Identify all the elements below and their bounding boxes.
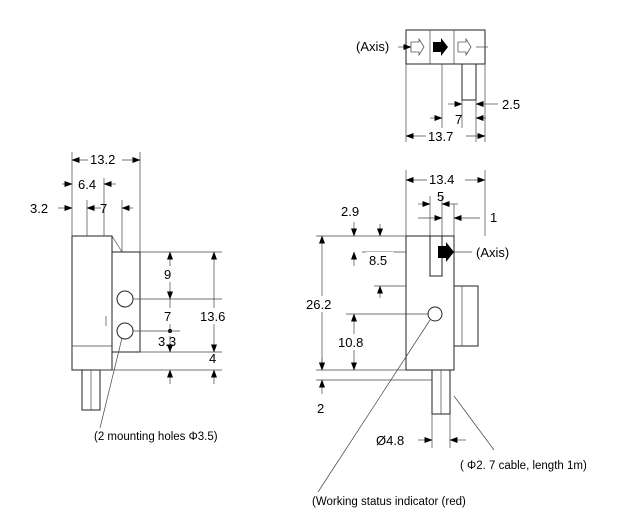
- dim-7-side: 7: [100, 201, 107, 216]
- mounting-hole-lower: [116, 322, 134, 340]
- dim-2: 2: [317, 401, 324, 416]
- dim-5: 5: [437, 189, 444, 204]
- indicator-note: (Working status indicator (red): [312, 496, 466, 508]
- mounting-hole-upper: [116, 290, 134, 308]
- side-view-bracket: [111, 251, 141, 353]
- axis-arrow-outline-left-icon: [410, 37, 425, 57]
- dim-8-5: 8.5: [369, 253, 387, 268]
- dim-9: 9: [164, 267, 171, 282]
- dim-3-3: 3.3: [158, 334, 176, 349]
- dim-13-2: 13.2: [90, 152, 115, 167]
- dim-2-5: 2.5: [502, 97, 520, 112]
- dim-13-4: 13.4: [429, 172, 454, 187]
- dim-26-2: 26.2: [306, 297, 331, 312]
- dim-4: 4: [209, 351, 216, 366]
- dim-2-9: 2.9: [341, 204, 359, 219]
- dim-6-4: 6.4: [78, 177, 96, 192]
- front-view-bracket: [453, 285, 479, 347]
- top-axis-label: (Axis): [356, 39, 389, 54]
- mounting-holes-note: (2 mounting holes Φ3.5): [94, 431, 218, 443]
- mounting-hole-leader: [99, 337, 123, 429]
- front-axis-arrow-icon: [438, 242, 454, 262]
- working-status-indicator: [427, 306, 443, 322]
- axis-arrow-outline-right-icon: [457, 37, 472, 57]
- cable-leader: [453, 395, 495, 451]
- dim-7-vertical: 7: [164, 309, 171, 324]
- front-axis-label: (Axis): [476, 245, 509, 260]
- top-view-bracket: [461, 63, 477, 101]
- dim-10-8: 10.8: [338, 335, 363, 350]
- cable-note: ( Φ2. 7 cable, length 1m): [460, 460, 587, 472]
- dim-diameter-4-8: Ø4.8: [376, 433, 404, 448]
- front-view: (Axis) 13.4 5 1 2.: [304, 170, 587, 508]
- top-view: (Axis) 2.5 7 13.7: [356, 29, 520, 144]
- dim-13-7: 13.7: [428, 129, 453, 144]
- side-view: 13.2 6.4 3.2 7 9 7 13.6 3.3: [30, 152, 234, 443]
- dim-3-2: 3.2: [30, 201, 48, 216]
- side-view-body: [71, 235, 113, 371]
- dim-1: 1: [490, 210, 497, 225]
- dim-7-top: 7: [455, 112, 462, 127]
- axis-arrow-solid-icon: [433, 38, 448, 56]
- indicator-leader: [317, 319, 431, 493]
- dim-13-6: 13.6: [200, 309, 225, 324]
